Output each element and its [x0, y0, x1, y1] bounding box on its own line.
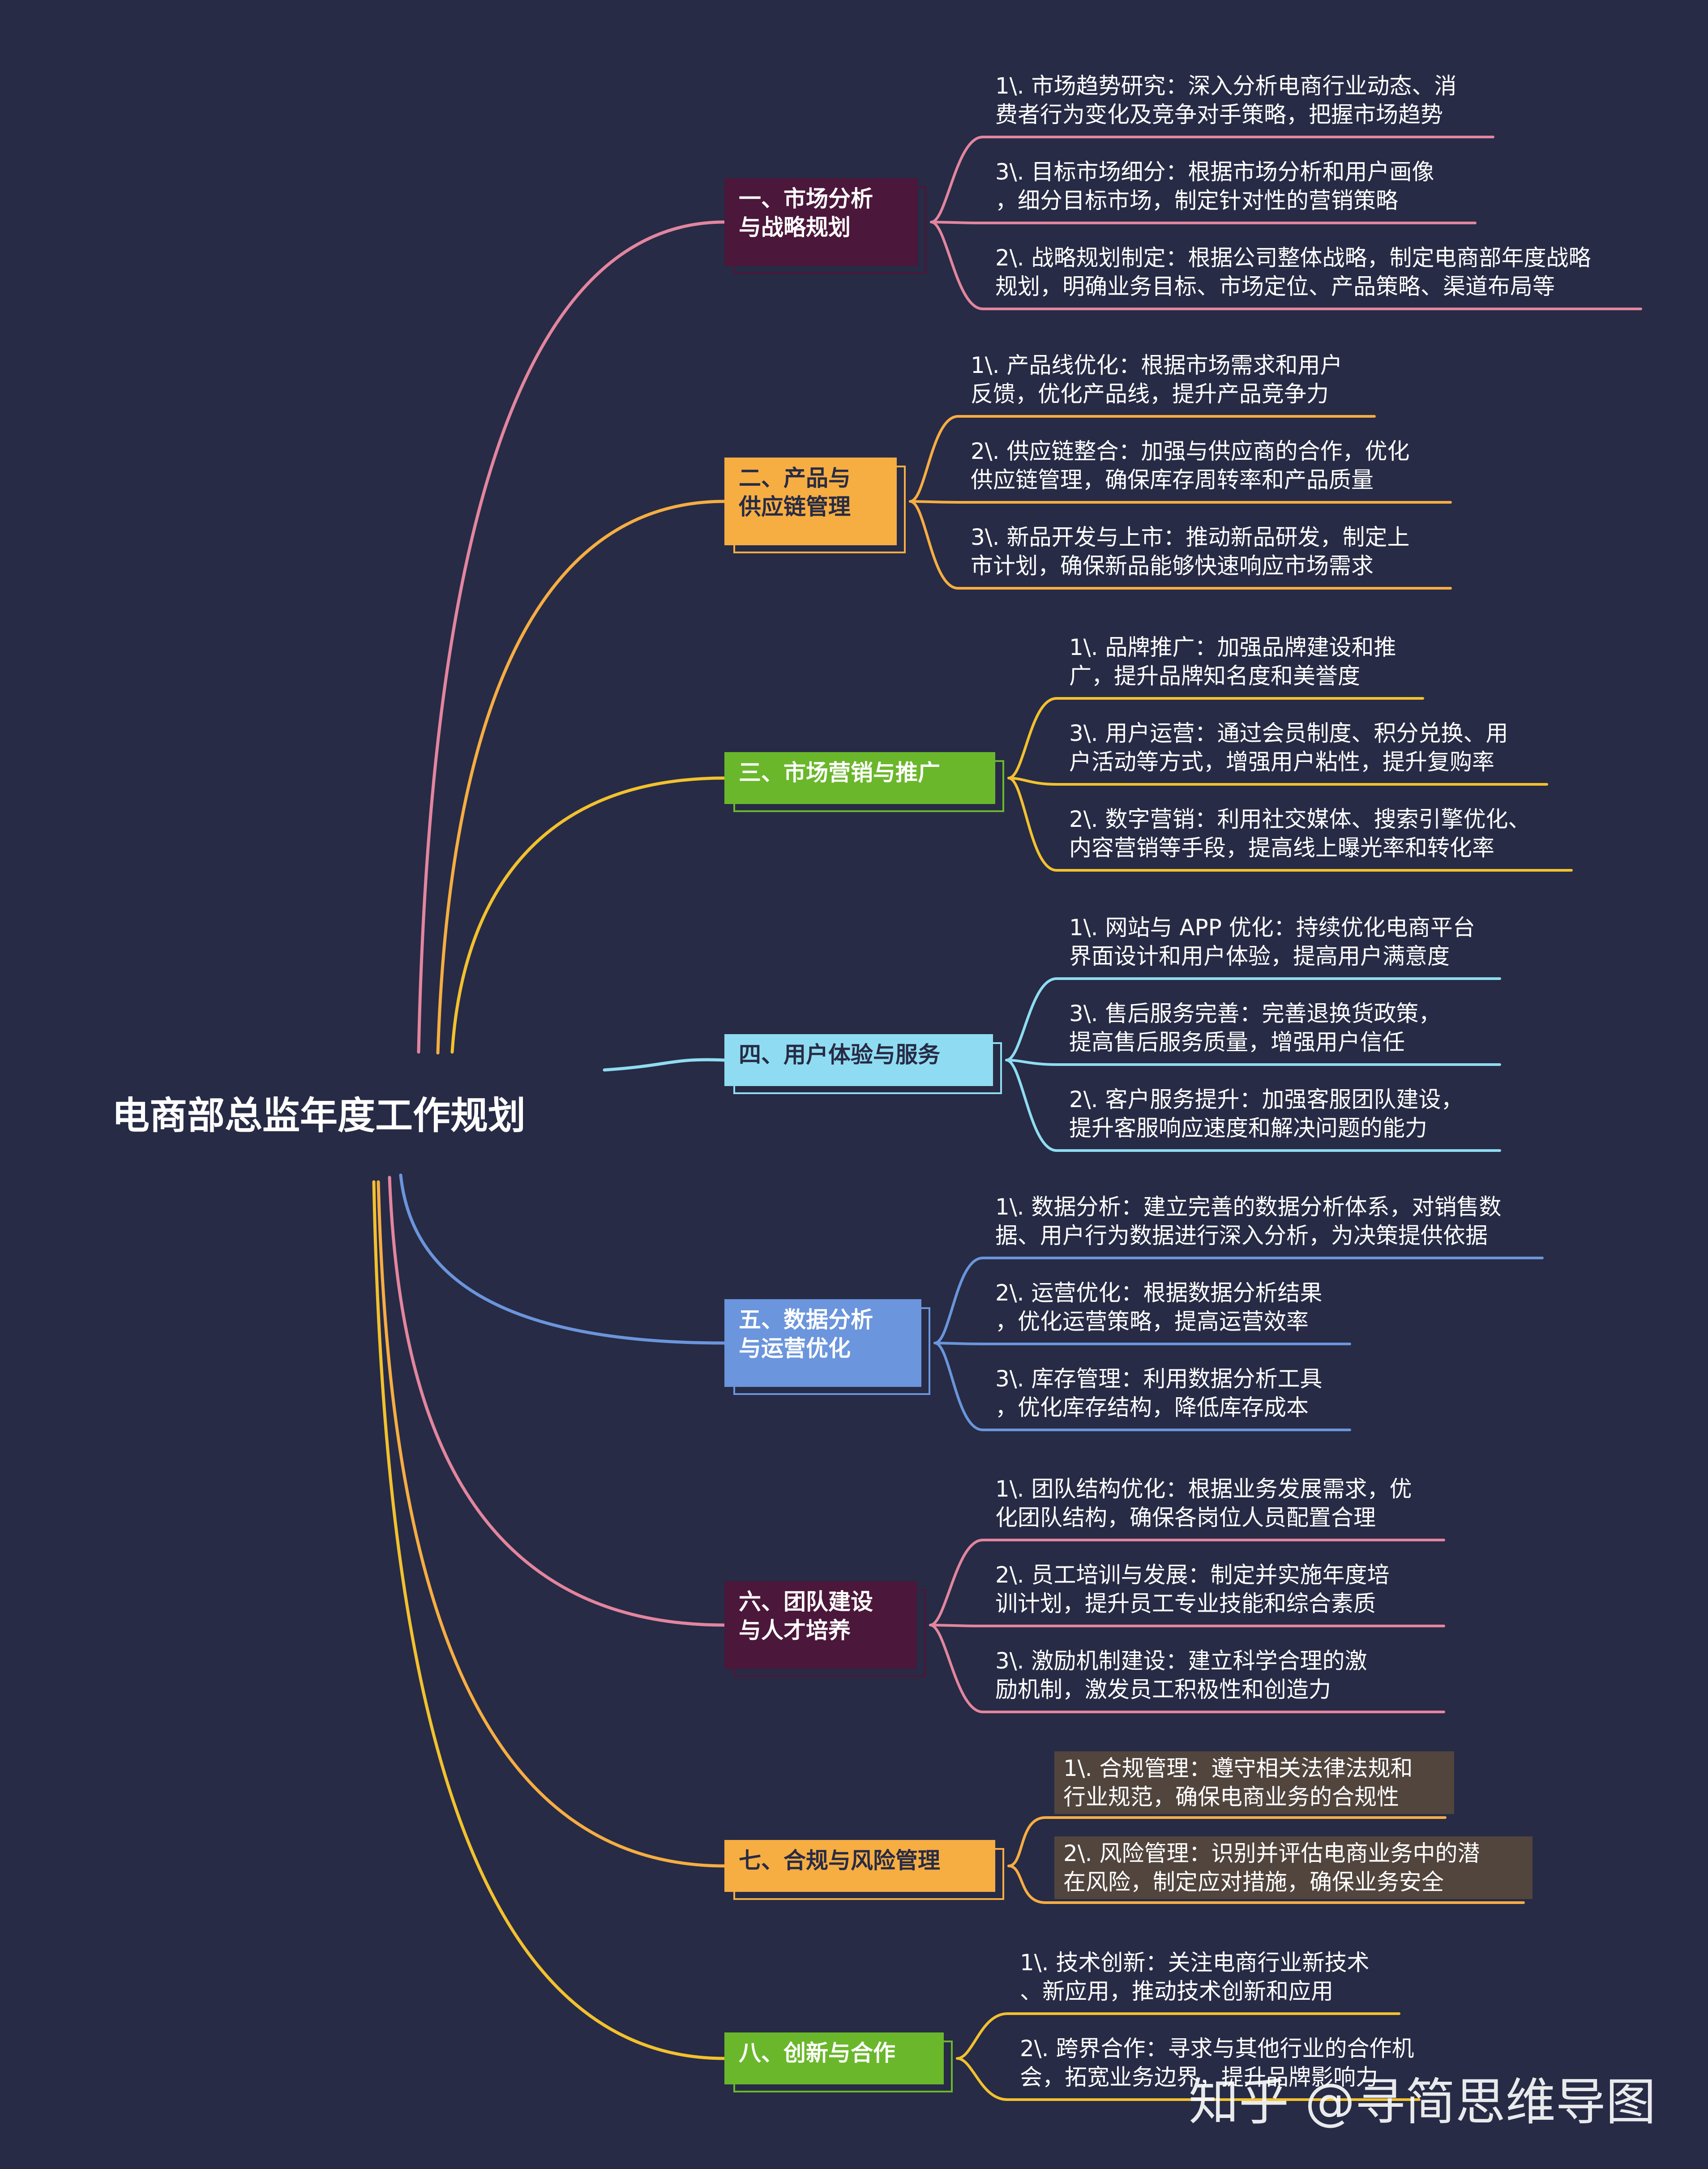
branch-node[interactable]: 一、市场分析 与战略规划	[724, 178, 918, 266]
leaf-item: 3\. 用户运营：通过会员制度、积分兑换、用 户活动等方式，增强用户粘性，提升复…	[1069, 720, 1508, 775]
leaf-item: 3\. 目标市场细分：根据市场分析和用户画像 ，细分目标市场，制定针对性的营销策…	[995, 159, 1434, 214]
leaf-connector-line	[929, 1624, 1445, 1627]
leaf-item: 1\. 团队结构优化：根据业务发展需求，优 化团队结构，确保各岗位人员配置合理	[995, 1476, 1412, 1531]
leaf-connector-line	[929, 1539, 1445, 1626]
root-connector-line	[377, 1180, 726, 1868]
leaf-connector-line	[956, 2012, 1400, 2060]
leaf-item: 2\. 运营优化：根据数据分析结果 ，优化运营策略，提高运营效率	[995, 1280, 1323, 1335]
leaf-connector-line	[933, 1257, 1544, 1344]
leaf-connector-line	[909, 415, 1376, 503]
leaf-connector-line	[1005, 1059, 1501, 1066]
root-connector-line	[603, 1058, 726, 1072]
root-connector-line	[372, 1180, 726, 2060]
leaf-connector-line	[909, 500, 1452, 504]
leaf-item: 1\. 数据分析：建立完善的数据分析体系，对销售数 据、用户行为数据进行深入分析…	[995, 1194, 1502, 1249]
watermark: 知乎 @寻简思维导图	[1189, 2073, 1656, 2131]
leaf-item: 1\. 品牌推广：加强品牌建设和推 广，提升品牌知名度和美誉度	[1069, 634, 1396, 689]
root-connector-line	[399, 1173, 726, 1345]
branch-node[interactable]: 三、市场营销与推广	[724, 752, 995, 804]
leaf-item: 2\. 跨界合作：寻求与其他行业的合作机 会，拓宽业务边界，提升品牌影响力	[1020, 2036, 1414, 2090]
leaf-connector-line	[930, 136, 1494, 223]
leaf-item: 2\. 客户服务提升：加强客服团队建设， 提升客服响应速度和解决问题的能力	[1069, 1087, 1464, 1141]
leaf-connector-line	[1007, 777, 1573, 872]
leaf-connector-line	[909, 500, 1452, 590]
leaf-item: 1\. 技术创新：关注电商行业新技术 、新应用，推动技术创新和应用	[1020, 1950, 1370, 2004]
leaf-connector-line	[1007, 697, 1424, 779]
leaf-item: 2\. 员工培训与发展：制定并实施年度培 训计划，提升员工专业技能和综合素质	[995, 1562, 1390, 1617]
branch-node[interactable]: 六、团队建设 与人才培养	[724, 1581, 917, 1669]
root-title: 电商部总监年度工作规划	[112, 1094, 526, 1138]
leaf-connector-line	[930, 221, 1477, 224]
root-connector-line	[450, 776, 726, 1054]
leaf-item: 2\. 数字营销：利用社交媒体、搜索引擎优化、 内容营销等手段，提高线上曝光率和…	[1069, 806, 1531, 861]
leaf-connector-line	[1007, 777, 1548, 786]
leaf-item: 2\. 风险管理：识别并评估电商业务中的潜 在风险，制定应对措施，确保业务安全	[1054, 1836, 1532, 1899]
branch-node[interactable]: 七、合规与风险管理	[724, 1840, 995, 1892]
leaf-connector-line	[933, 1342, 1351, 1345]
leaf-connector-line	[1005, 977, 1501, 1061]
branch-node[interactable]: 五、数据分析 与运营优化	[724, 1299, 921, 1387]
leaf-connector-line	[956, 2057, 1421, 2101]
root-connector-line	[388, 1176, 726, 1627]
leaf-item: 1\. 产品线优化：根据市场需求和用户 反馈，优化产品线，提升产品竞争力	[971, 352, 1343, 407]
branch-node[interactable]: 八、创新与合作	[724, 2032, 944, 2084]
leaf-item: 3\. 新品开发与上市：推动新品研发，制定上 市计划，确保新品能够快速响应市场需…	[971, 524, 1410, 579]
leaf-connector-line	[930, 221, 1642, 310]
leaf-item: 3\. 激励机制建设：建立科学合理的激 励机制，激发员工积极性和创造力	[995, 1648, 1367, 1703]
leaf-item: 3\. 售后服务完善：完善退换货政策， 提高售后服务质量，增强用户信任	[1069, 1001, 1441, 1055]
leaf-connector-line	[1005, 1059, 1501, 1152]
leaf-item: 1\. 市场趋势研究：深入分析电商行业动态、消 费者行为变化及竞争对手策略，把握…	[995, 73, 1457, 128]
leaf-connector-line	[933, 1342, 1351, 1431]
root-connector-line	[436, 500, 726, 1055]
leaf-item: 3\. 库存管理：利用数据分析工具 ，优化库存结构，降低库存成本	[995, 1366, 1323, 1420]
leaf-connector-line	[1007, 1865, 1525, 1904]
branch-node[interactable]: 二、产品与 供应链管理	[724, 458, 897, 545]
branch-node[interactable]: 四、用户体验与服务	[724, 1034, 993, 1086]
leaf-connector-line	[1007, 1816, 1447, 1867]
leaf-item: 2\. 战略规划制定：根据公司整体战略，制定电商部年度战略 规划，明确业务目标、…	[995, 245, 1591, 299]
leaf-connector-line	[929, 1624, 1445, 1713]
leaf-item: 1\. 合规管理：遵守相关法律法规和 行业规范，确保电商业务的合规性	[1054, 1751, 1454, 1814]
leaf-item: 1\. 网站与 APP 优化：持续优化电商平台 界面设计和用户体验，提高用户满意…	[1069, 915, 1475, 969]
leaf-item: 2\. 供应链整合：加强与供应商的合作，优化 供应链管理，确保库存周转率和产品质…	[971, 438, 1410, 493]
root-connector-line	[417, 220, 726, 1054]
